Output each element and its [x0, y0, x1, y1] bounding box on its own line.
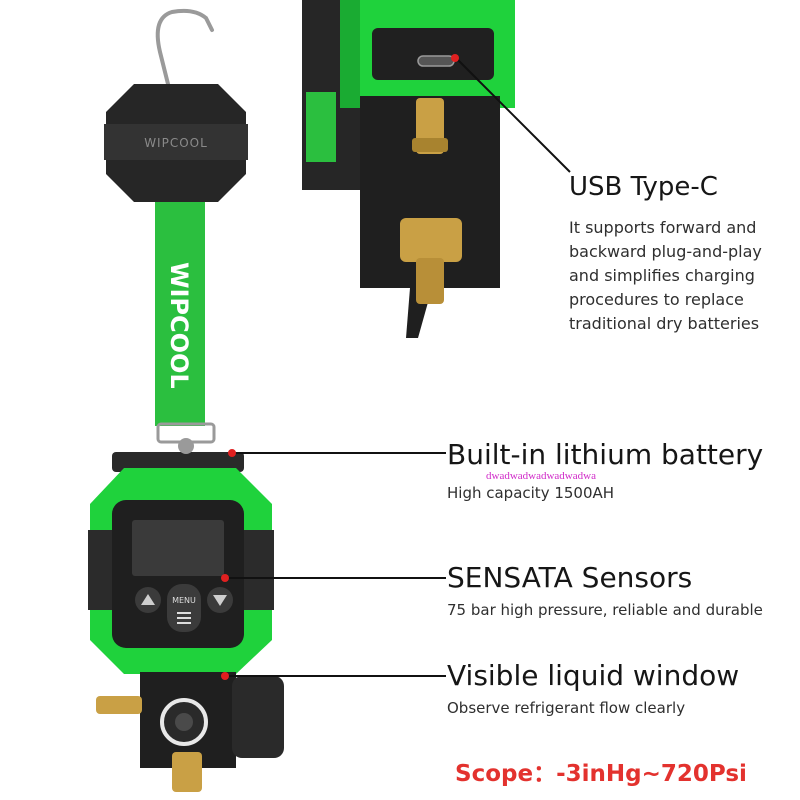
usb-desc-line: It supports forward and: [569, 218, 757, 237]
battery-title: Built-in lithium battery: [447, 438, 764, 471]
window-title: Visible liquid window: [447, 659, 740, 692]
usb-c-port-icon: [417, 55, 455, 67]
window-callout: Visible liquid window Observe refrigeran…: [447, 659, 739, 717]
pod-band: [104, 124, 248, 160]
usb-desc-line: procedures to replace: [569, 290, 744, 309]
window-description: Observe refrigerant flow clearly: [447, 699, 686, 717]
battery-description: High capacity 1500AH: [447, 484, 615, 502]
usb-port-recess: [372, 28, 494, 80]
usb-desc-line: traditional dry batteries: [569, 314, 760, 333]
usb-callout: USB Type-C It supports forward and backw…: [569, 172, 762, 336]
menu-icon: [177, 612, 191, 624]
down-arrow-icon: [213, 595, 227, 606]
usb-desc-line: and simplifies charging: [569, 266, 755, 285]
sensor-title: SENSATA Sensors: [447, 561, 693, 594]
brass-fitting-bottom: [400, 218, 462, 262]
hook-icon: [155, 8, 214, 102]
pod-logo: WIPCOOL: [144, 136, 208, 150]
up-arrow-icon: [141, 594, 155, 605]
front-view: MENU: [88, 438, 446, 792]
usb-description: It supports forward and backward plug-an…: [569, 216, 762, 336]
scope-text: Scope：-3inHg~720Psi: [455, 761, 747, 787]
watermark-text: dwadwadwadwadwadwa: [486, 470, 596, 482]
sensor-callout: SENSATA Sensors 75 bar high pressure, re…: [447, 561, 763, 619]
strap-logo: WIPCOOL: [165, 262, 193, 389]
hanging-pod: WIPCOOL WIPCOOL: [104, 8, 248, 444]
usb-title: USB Type-C: [569, 172, 718, 202]
battery-callout: Built-in lithium battery High capacity 1…: [447, 438, 763, 502]
side-view: [302, 0, 571, 338]
strap: [155, 202, 205, 426]
sensor-description: 75 bar high pressure, reliable and durab…: [447, 601, 763, 619]
usb-desc-line: backward plug-and-play: [569, 242, 762, 261]
lcd-screen: [132, 520, 224, 576]
menu-button-label: MENU: [172, 596, 196, 605]
menu-button[interactable]: [167, 584, 201, 632]
device-top-cap: [112, 452, 244, 472]
brass-fitting-front-bottom: [172, 752, 202, 792]
